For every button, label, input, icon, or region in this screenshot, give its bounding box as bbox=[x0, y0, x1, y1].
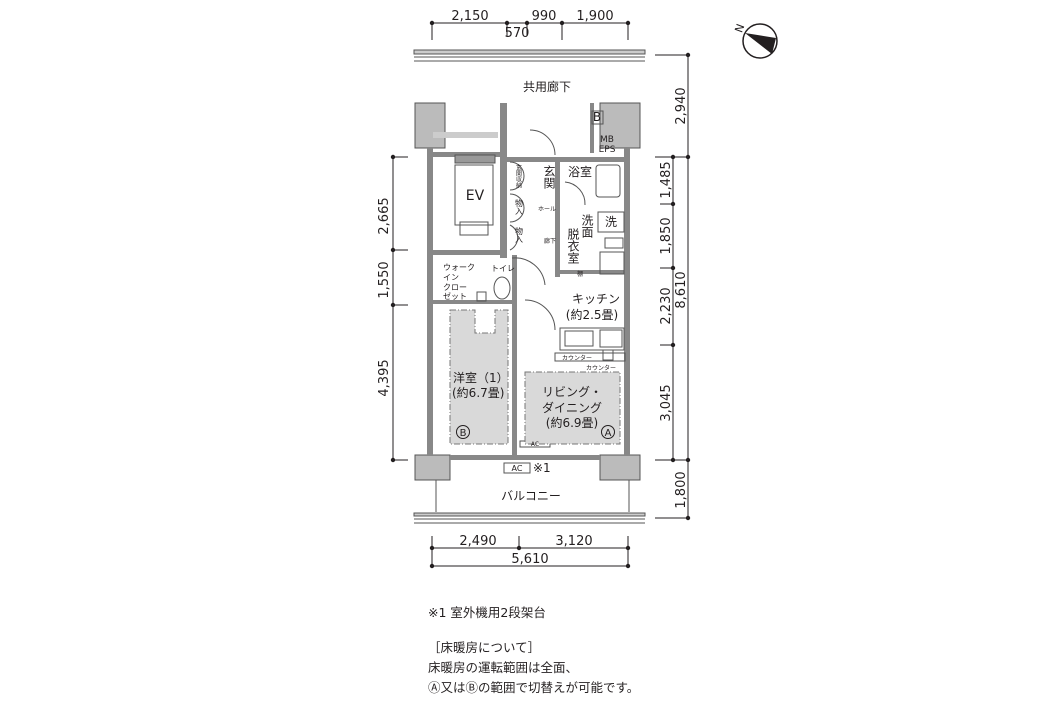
wic-label-3: クロー bbox=[443, 283, 467, 292]
entrance-storage-label: 玄関収納 bbox=[515, 163, 522, 189]
living-label-2: ダイニング bbox=[542, 400, 602, 415]
kitchen-label: キッチン bbox=[572, 292, 620, 306]
balcony-label: バルコニー bbox=[501, 489, 561, 503]
mb-label: MB bbox=[600, 135, 614, 145]
ac-inner-label: AC bbox=[531, 441, 539, 448]
dim-left-3: 4,395 bbox=[377, 359, 392, 396]
dim-bottom-total: 5,610 bbox=[511, 552, 548, 567]
shelf-label: 棚 bbox=[577, 270, 583, 278]
walls bbox=[414, 102, 641, 481]
dim-right-1: 2,940 bbox=[674, 87, 689, 124]
dim-top-2: 990 bbox=[532, 9, 557, 24]
toilet-label: トイレ bbox=[491, 264, 515, 273]
dim-right-6: 1,800 bbox=[674, 471, 689, 508]
kitchen-size: (約2.5畳) bbox=[566, 307, 618, 322]
right-dimensions bbox=[655, 52, 691, 521]
zone-b-heating-area bbox=[449, 309, 509, 445]
counter-label-1: カウンター bbox=[562, 354, 592, 362]
dim-right-3: 1,850 bbox=[659, 217, 674, 254]
western-room-label: 洋室（1） bbox=[453, 370, 509, 385]
dim-top-inner: 570 bbox=[505, 26, 530, 41]
dim-right-total: 8,610 bbox=[674, 271, 689, 308]
dim-top-3: 1,900 bbox=[576, 9, 613, 24]
zone-b-marker: B bbox=[460, 428, 467, 439]
wic-label-1: ウォーク bbox=[443, 263, 475, 272]
bath-label: 浴室 bbox=[568, 164, 592, 179]
hall-label: ホール bbox=[538, 206, 556, 213]
storage2-label: 物入 bbox=[515, 226, 524, 243]
top-dimensions bbox=[429, 20, 631, 40]
hallway-label: 廊下 bbox=[544, 237, 556, 245]
note-outdoor-unit: ※1 室外機用2段架台 bbox=[428, 605, 546, 620]
western-room-size: (約6.7畳) bbox=[452, 385, 504, 400]
living-size: (約6.9畳) bbox=[546, 415, 598, 430]
washer-label: 洗 bbox=[605, 215, 617, 229]
washroom-label-b: 脱衣室 bbox=[566, 227, 580, 264]
storage1-label: 物入 bbox=[515, 198, 524, 215]
wic-label-4: ゼット bbox=[443, 291, 467, 301]
dim-right-2: 1,485 bbox=[659, 161, 674, 198]
wic-label-2: イン bbox=[443, 273, 459, 282]
dim-bottom-2: 3,120 bbox=[555, 534, 592, 549]
dim-left-2: 1,550 bbox=[377, 261, 392, 298]
ac-note-mark: ※1 bbox=[533, 461, 551, 475]
corridor-label: 共用廊下 bbox=[523, 79, 571, 94]
zone-a-heating-area bbox=[524, 371, 621, 445]
dim-top-1: 2,150 bbox=[451, 9, 488, 24]
fixtures bbox=[454, 129, 626, 448]
living-label-1: リビング・ bbox=[542, 385, 602, 399]
zone-a-marker: A bbox=[605, 428, 612, 439]
dim-left-1: 2,665 bbox=[377, 197, 392, 234]
dim-bottom-1: 2,490 bbox=[459, 534, 496, 549]
balcony-railing bbox=[413, 480, 646, 524]
washroom-label-a: 洗面 bbox=[580, 214, 594, 238]
floor-heating-heading: ［床暖房について］ bbox=[428, 640, 541, 655]
floor-heating-line2: Ⓐ又はⒷの範囲で切替えが可能です。 bbox=[428, 680, 640, 695]
bottom-dimensions bbox=[429, 536, 631, 569]
floor-heating-line1: 床暖房の運転範囲は全面、 bbox=[428, 660, 579, 675]
north-compass-icon: N bbox=[732, 22, 778, 59]
ac-outer-label: AC bbox=[512, 464, 523, 473]
b-box-label: B bbox=[593, 110, 601, 124]
dim-right-5: 3,045 bbox=[659, 384, 674, 421]
ev-label: EV bbox=[466, 188, 485, 204]
entrance-label: 玄関 bbox=[542, 164, 556, 189]
eps-label: EPS bbox=[599, 145, 616, 155]
corridor-railing bbox=[413, 49, 646, 62]
counter-label-2: カウンター bbox=[586, 364, 616, 372]
left-dimensions bbox=[390, 154, 408, 463]
dim-right-4: 2,230 bbox=[659, 287, 674, 324]
compass-north-label: N bbox=[732, 22, 747, 34]
